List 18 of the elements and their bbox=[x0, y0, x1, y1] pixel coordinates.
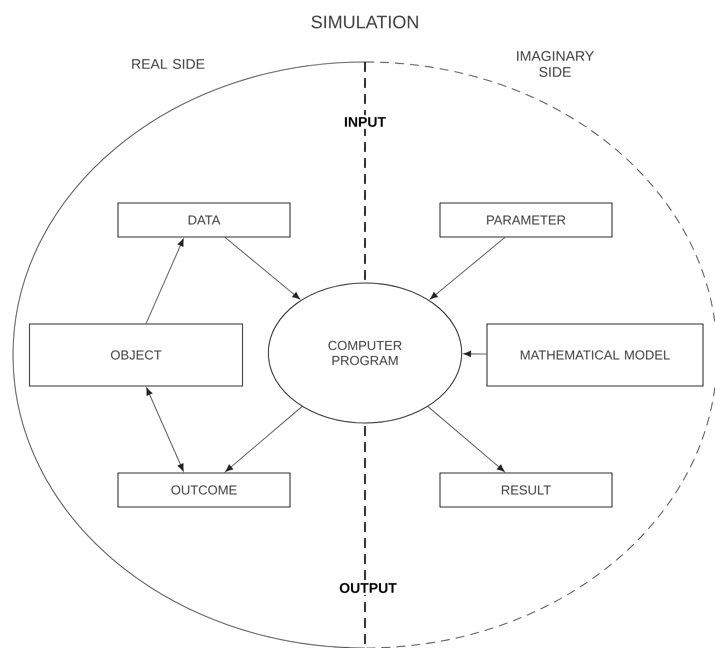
arrow bbox=[146, 238, 184, 324]
side-label: REAL SIDE bbox=[132, 59, 204, 69]
title: SIMULATION bbox=[311, 16, 418, 28]
arrow bbox=[224, 237, 300, 300]
process-box: DATA bbox=[118, 202, 290, 238]
process-box: OBJECT bbox=[29, 324, 243, 386]
side-label: IMAGINARY SIDE bbox=[517, 51, 594, 77]
arrow bbox=[146, 387, 184, 472]
flow-label: OUTPUT bbox=[337, 581, 399, 595]
arrow bbox=[430, 237, 506, 300]
process-box: MATHEMATICAL MODEL bbox=[486, 324, 704, 386]
process-box: RESULT bbox=[440, 472, 612, 508]
process-box: PARAMETER bbox=[440, 202, 612, 238]
process-box: OUTCOME bbox=[118, 472, 290, 508]
arrow bbox=[428, 406, 505, 472]
arrow bbox=[463, 350, 487, 358]
flow-label: INPUT bbox=[342, 115, 388, 129]
arrow bbox=[225, 406, 302, 472]
